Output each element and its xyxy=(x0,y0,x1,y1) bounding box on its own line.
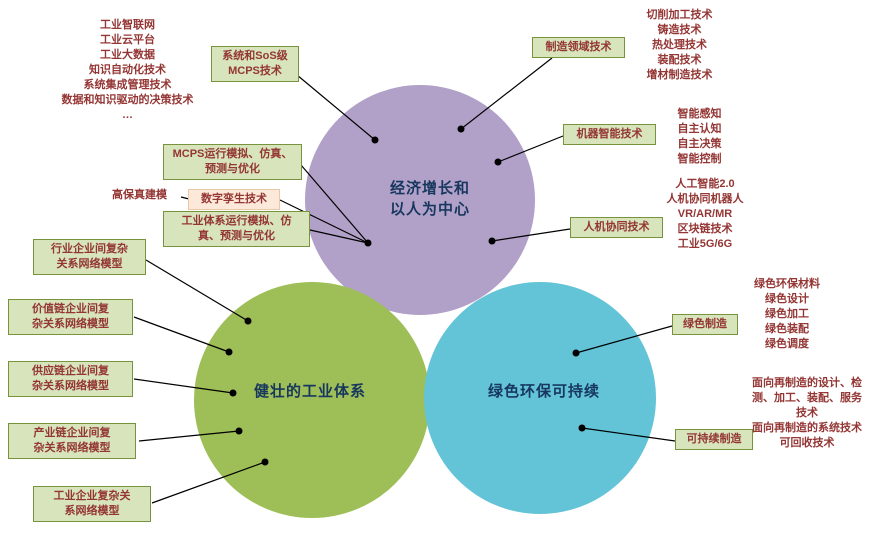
label-value-chain-model: 价值链企业间复 杂关系网络模型 xyxy=(8,299,133,335)
list-remanufacturing: 面向再制造的设计、检测、加工、装配、服务技术 面向再制造的系统技术 可回收技术 xyxy=(748,376,866,451)
industrial-circle-title: 健壮的工业体系 xyxy=(253,383,366,400)
green-sustainable-circle xyxy=(424,282,656,514)
label-digital-twin: 数字孪生技术 xyxy=(188,189,280,210)
list-item: 智能控制 xyxy=(677,153,722,165)
label-sos-mcps: 系统和SoS级 MCPS技术 xyxy=(211,46,299,82)
list-item: 工业大数据 xyxy=(100,49,155,61)
label-machine-intelligence: 机器智能技术 xyxy=(563,124,656,145)
list-item: … xyxy=(122,109,133,121)
list-item: 铸造技术 xyxy=(657,24,702,36)
label-industry-network-model: 行业企业间复杂 关系网络模型 xyxy=(33,239,146,275)
label-supply-chain-model: 供应链企业间复 杂关系网络模型 xyxy=(8,361,133,397)
list-item: 热处理技术 xyxy=(652,39,707,51)
list-item: 工业智联网 xyxy=(100,19,155,31)
list-item: 智能感知 xyxy=(677,108,722,120)
list-item: 面向再制造的系统技术 xyxy=(752,422,862,434)
list-item: 区块链技术 xyxy=(677,223,733,235)
list-machine-intelligence: 智能感知 自主认知 自主决策 智能控制 xyxy=(652,107,747,167)
label-enterprise-network-model: 工业企业复杂关 系网络模型 xyxy=(33,486,151,522)
list-item: 人机协同机器人 xyxy=(666,193,744,205)
list-top-left-industrial-tech: 工业智联网 工业云平台 工业大数据 知识自动化技术 系统集成管理技术 数据和知识… xyxy=(20,18,235,123)
economic-circle-title: 经济增长和 以人为中心 xyxy=(389,180,470,218)
label-industry-run-simulation: 工业体系运行模拟、仿 真、预测与优化 xyxy=(163,211,310,247)
list-green-manufacturing: 绿色环保材料 绿色设计 绿色加工 绿色装配 绿色调度 xyxy=(737,277,837,352)
list-item: 工业5G/6G xyxy=(677,238,733,250)
list-item: 绿色加工 xyxy=(765,308,809,320)
list-item: 切削加工技术 xyxy=(646,9,713,21)
list-item: 装配技术 xyxy=(657,54,702,66)
list-ai-collab-tech: 人工智能2.0 人机协同机器人 VR/AR/MR 区块链技术 工业5G/6G xyxy=(645,177,765,252)
label-human-machine-collab: 人机协同技术 xyxy=(570,217,663,238)
label-industrial-chain-model: 产业链企业间复 杂关系网络模型 xyxy=(8,423,136,459)
list-top-right-machining-tech: 切削加工技术 铸造技术 热处理技术 装配技术 增材制造技术 xyxy=(612,8,747,83)
list-item: 绿色装配 xyxy=(765,323,809,335)
list-item: 增材制造技术 xyxy=(646,69,713,81)
label-high-fidelity-modeling: 高保真建模 xyxy=(112,189,167,201)
list-item: 知识自动化技术 xyxy=(89,64,166,76)
list-item: 系统集成管理技术 xyxy=(83,79,172,91)
list-item: 绿色设计 xyxy=(765,293,809,305)
list-item: 人工智能2.0 xyxy=(675,178,735,190)
label-sustainable-manufacturing: 可持续制造 xyxy=(675,429,753,450)
list-item: 数据和知识驱动的决策技术 xyxy=(61,94,194,106)
label-green-manufacturing: 绿色制造 xyxy=(672,314,738,335)
list-item: 绿色环保材料 xyxy=(754,278,820,290)
list-item: 自主认知 xyxy=(677,123,722,135)
list-item: 自主决策 xyxy=(677,138,722,150)
list-item: 可回收技术 xyxy=(779,437,835,449)
list-item: 面向再制造的设计、检测、加工、装配、服务技术 xyxy=(752,377,862,419)
label-mcps-run-simulation: MCPS运行模拟、仿真、 预测与优化 xyxy=(163,144,302,180)
list-item: 工业云平台 xyxy=(100,34,155,46)
list-item: 绿色调度 xyxy=(765,338,809,350)
label-manufacturing-domain: 制造领域技术 xyxy=(532,37,625,58)
list-item: VR/AR/MR xyxy=(677,208,733,220)
green-circle-title: 绿色环保可持续 xyxy=(487,383,600,400)
